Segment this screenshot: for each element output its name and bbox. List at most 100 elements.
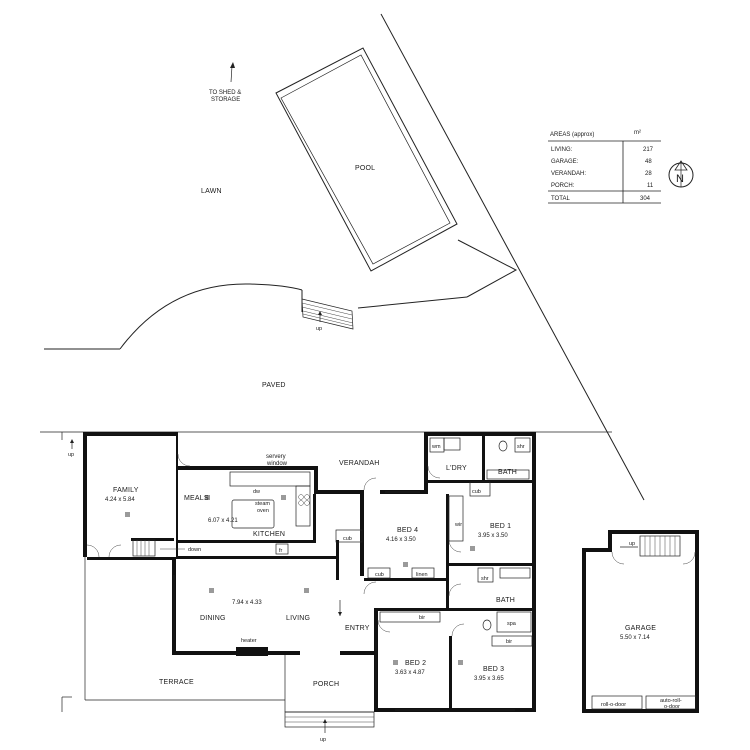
wall bbox=[424, 432, 536, 436]
cupboard bbox=[469, 481, 491, 497]
cupboard bbox=[335, 529, 363, 543]
light-point bbox=[205, 495, 210, 500]
cub-label: cub bbox=[343, 536, 352, 542]
fridge-label: fr bbox=[279, 548, 283, 554]
wm-label: wm bbox=[431, 444, 441, 450]
paving-curve bbox=[119, 283, 303, 350]
shed-arrow-icon bbox=[230, 65, 233, 83]
main-bath-label: BATH bbox=[496, 597, 515, 604]
bed3-label: BED 3 bbox=[483, 666, 504, 673]
pool-inner bbox=[280, 54, 451, 265]
wall bbox=[482, 436, 485, 480]
family-up-label: up bbox=[68, 452, 74, 458]
shed-arrowhead-icon bbox=[230, 62, 235, 68]
wall bbox=[582, 709, 699, 713]
porch-label: PORCH bbox=[313, 681, 339, 688]
walk-in-robe bbox=[448, 495, 464, 542]
roller-door-1 bbox=[591, 695, 643, 710]
fridge-space bbox=[275, 543, 289, 555]
area-row-label: VERANDAH: bbox=[551, 171, 586, 177]
light-point bbox=[304, 588, 309, 593]
family-label: FAMILY bbox=[113, 487, 139, 494]
door-arc bbox=[448, 583, 462, 597]
door-arc bbox=[177, 453, 191, 467]
entry-arrowhead-icon bbox=[338, 612, 342, 616]
steam-oven-label-1: steam bbox=[255, 501, 270, 507]
north-arrow-icon: N bbox=[668, 160, 694, 188]
wall bbox=[446, 494, 449, 608]
paved-label: PAVED bbox=[262, 382, 286, 389]
linen-label: linen bbox=[416, 572, 428, 578]
light-point bbox=[458, 660, 463, 665]
wall bbox=[608, 530, 699, 534]
wall bbox=[532, 432, 536, 712]
wall bbox=[378, 608, 446, 611]
roller-door-1-label: roll-o-door bbox=[601, 702, 626, 708]
wall bbox=[176, 454, 178, 556]
wall bbox=[582, 548, 612, 552]
dw-label: dw bbox=[253, 489, 260, 495]
roller-door-2-label-1: auto-roll- bbox=[660, 698, 682, 704]
up-arrowhead-icon bbox=[318, 311, 322, 315]
house-plan: up up down bbox=[40, 431, 612, 743]
wall bbox=[695, 548, 699, 713]
areas-unit: m² bbox=[634, 130, 641, 136]
vanity bbox=[499, 567, 531, 579]
dining-size: 7.94 x 4.33 bbox=[232, 600, 262, 606]
linen-cupboard bbox=[411, 567, 435, 579]
wall bbox=[131, 538, 174, 541]
light-point bbox=[403, 562, 408, 567]
bed3-size: 3.95 x 3.65 bbox=[474, 676, 504, 682]
door-arc bbox=[448, 539, 462, 553]
steam-oven-label-2: oven bbox=[257, 508, 269, 514]
kitchen-size: 6.07 x 4.21 bbox=[208, 518, 238, 524]
cooktop-icon bbox=[298, 494, 304, 500]
up-arrowhead-icon bbox=[70, 439, 74, 443]
areas-title: AREAS (approx) bbox=[550, 132, 594, 138]
garage-up-label: up bbox=[629, 541, 635, 547]
vanity bbox=[486, 469, 530, 480]
meals-label: MEALS bbox=[184, 495, 209, 502]
door-arc bbox=[363, 581, 377, 595]
trough bbox=[443, 437, 461, 451]
door-arc bbox=[451, 623, 465, 637]
heater-label: heater bbox=[241, 638, 257, 644]
lawn-label: LAWN bbox=[201, 188, 222, 195]
light-point bbox=[393, 660, 398, 665]
site-boundary-line bbox=[380, 13, 645, 501]
pool-steps bbox=[301, 298, 354, 330]
light-point bbox=[470, 546, 475, 551]
garage-label: GARAGE bbox=[625, 625, 656, 632]
wall bbox=[374, 708, 536, 712]
cub-label: cub bbox=[472, 489, 481, 495]
wall bbox=[336, 540, 339, 580]
pool-outer bbox=[275, 47, 458, 272]
up-arrowhead-icon bbox=[323, 719, 327, 723]
wall bbox=[176, 556, 336, 559]
shower bbox=[514, 437, 531, 453]
living-label: LIVING bbox=[286, 615, 310, 622]
spa-bath bbox=[496, 611, 532, 633]
area-row-value: 11 bbox=[647, 183, 654, 189]
shr-label: shr bbox=[517, 444, 525, 450]
site-plan: up POOL TO SHED & STORAGE LAWN PAVED bbox=[44, 13, 645, 501]
door-arc bbox=[86, 544, 100, 558]
bed1-size: 3.95 x 3.50 bbox=[478, 533, 508, 539]
door-arc bbox=[108, 544, 122, 558]
bed4-label: BED 4 bbox=[397, 527, 418, 534]
light-point bbox=[209, 588, 214, 593]
wall bbox=[428, 480, 532, 483]
light-point bbox=[125, 512, 130, 517]
wall bbox=[87, 557, 172, 560]
entry-label: ENTRY bbox=[345, 625, 370, 632]
kitchen-bench bbox=[229, 471, 311, 487]
wall bbox=[449, 636, 452, 712]
north-label: N bbox=[676, 173, 684, 185]
wall bbox=[608, 530, 612, 552]
roller-door-2-label-2: o-door bbox=[664, 704, 680, 710]
area-row-label: PORCH: bbox=[551, 183, 575, 189]
stairs-down bbox=[132, 539, 156, 557]
cupboard bbox=[367, 567, 391, 579]
area-row-value: 28 bbox=[645, 171, 652, 177]
